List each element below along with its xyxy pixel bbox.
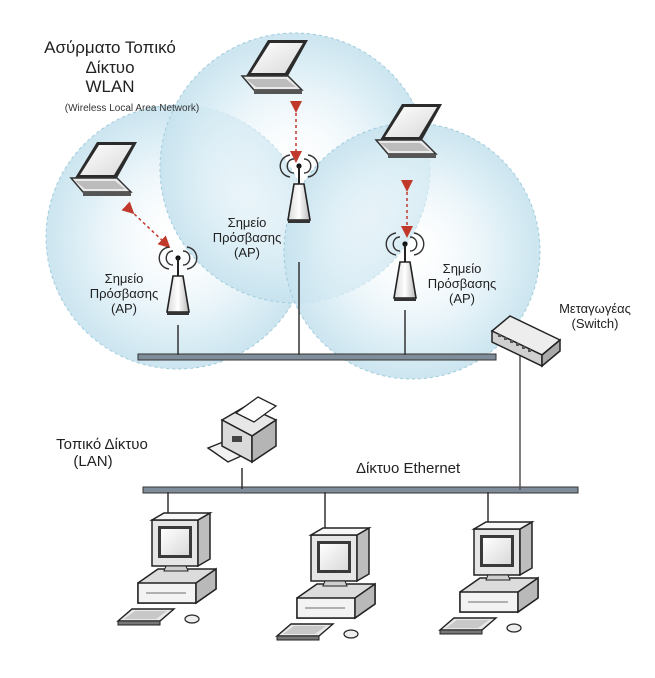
wlan-title-line3: WLAN: [85, 77, 135, 97]
ap-left-line1: Σημείο: [104, 271, 144, 286]
ap-left-line2: Πρόσβασης: [89, 285, 159, 301]
lan-label-line2: (LAN): [73, 453, 113, 471]
ethernet-label: Δίκτυο Ethernet: [356, 460, 461, 477]
wireless-link-left: [121, 201, 171, 249]
ap-label-right: Σημείο Πρόσβασης (AP): [417, 261, 507, 307]
ap-right-line1: Σημείο: [442, 261, 482, 276]
wlan-title-line1: Ασύρματο Τοπικό: [44, 38, 176, 57]
switch-label: Μεταγωγέας (Switch): [547, 301, 643, 332]
ap-center-line3: (AP): [234, 244, 260, 260]
ap-right-line3: (AP): [449, 290, 475, 306]
wlan-title: Ασύρματο Τοπικό Δίκτυο WLAN: [30, 38, 190, 97]
wireless-backbone-cable: [137, 353, 497, 361]
desktop-pc-1: [117, 512, 217, 626]
ap-right-line2: Πρόσβασης: [427, 275, 497, 291]
ap-left-line3: (AP): [111, 300, 137, 316]
wlan-title-line2: Δίκτυο: [85, 57, 135, 77]
wlan-subtitle: (Wireless Local Area Network): [64, 103, 200, 114]
ap-center-line1: Σημείο: [227, 215, 267, 230]
switch-label-line2: (Switch): [571, 315, 619, 331]
switch-device: [490, 315, 562, 368]
ap-label-left: Σημείο Πρόσβασης (AP): [80, 271, 168, 317]
lan-label: Τοπικό Δίκτυο (LAN): [22, 436, 182, 471]
desktop-pc-3: [439, 521, 539, 635]
ap-label-center: Σημείο Πρόσβασης (AP): [203, 215, 291, 261]
switch-label-line1: Μεταγωγέας: [559, 301, 631, 316]
desktop-pc-2: [276, 527, 376, 641]
printer: [206, 396, 278, 464]
ethernet-cable: [142, 486, 579, 494]
lan-label-line1: Τοπικό Δίκτυο: [56, 436, 148, 453]
ap-center-line2: Πρόσβασης: [212, 229, 282, 245]
